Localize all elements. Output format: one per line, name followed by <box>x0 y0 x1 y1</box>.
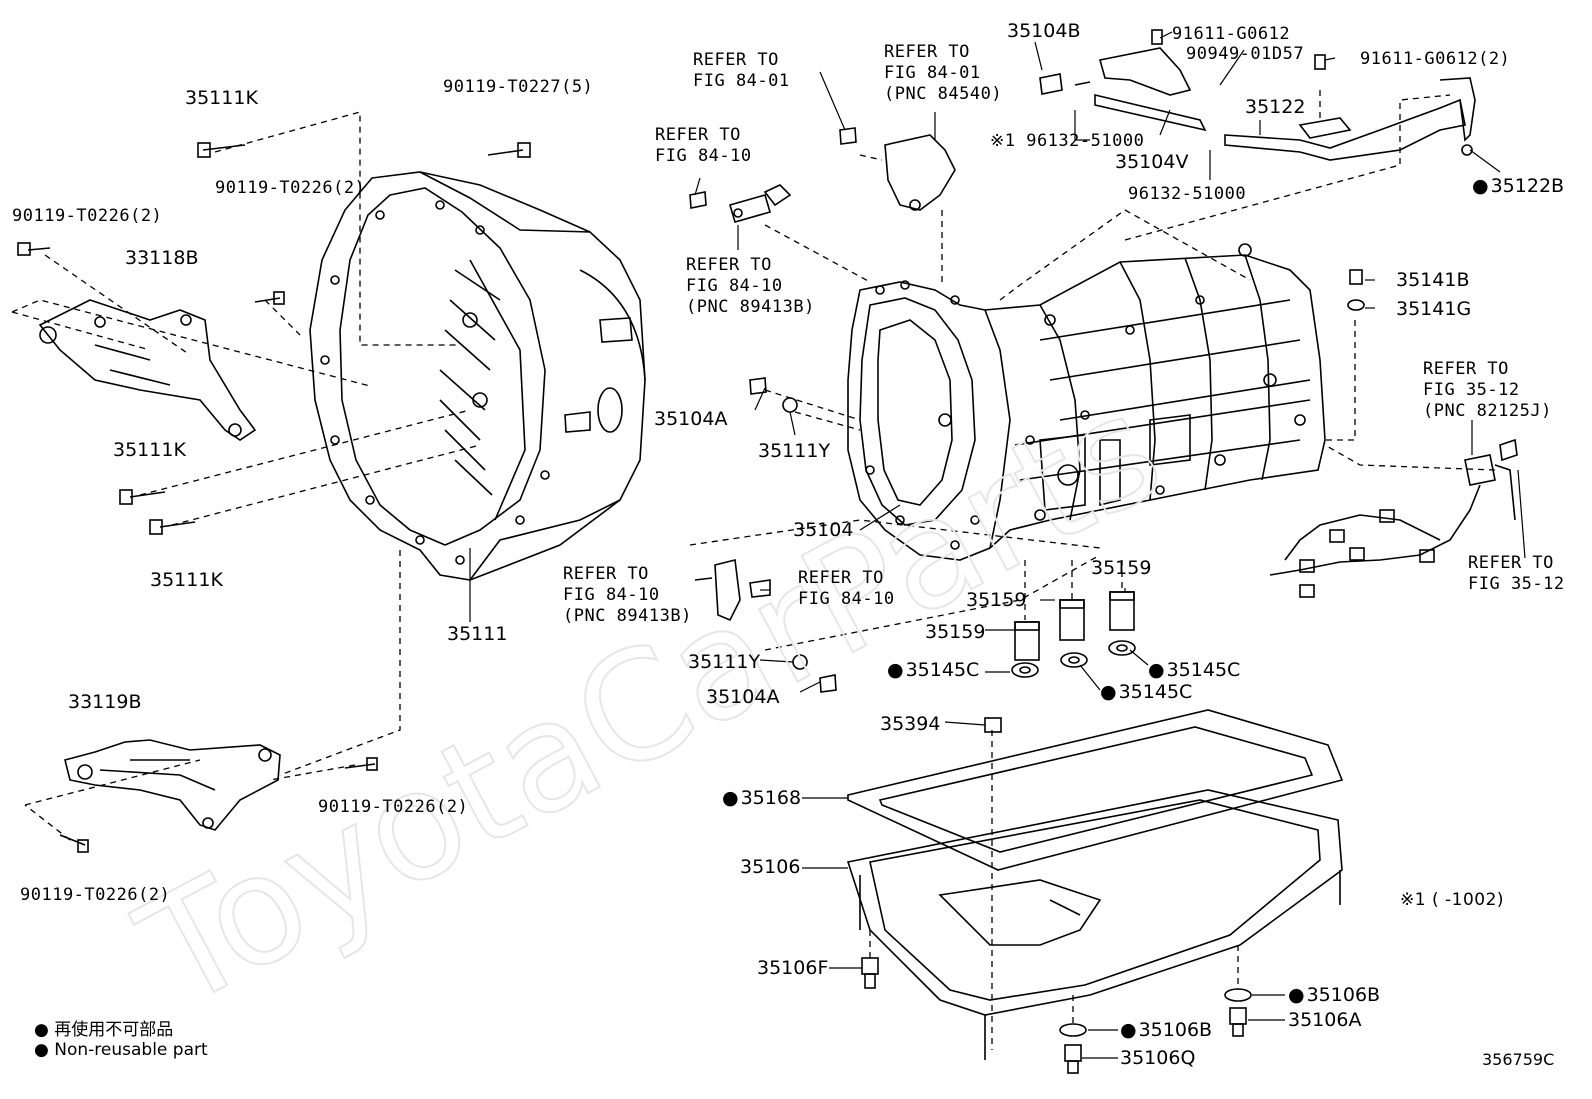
part-label[interactable]: 91611-G0612(2) <box>1360 49 1511 69</box>
footnote-1: ※1 ( -1002) <box>1400 890 1505 910</box>
refer-fig-84-10[interactable]: REFER TO FIG 84-10 <box>655 125 752 167</box>
part-label[interactable]: 33119B <box>68 691 142 713</box>
refer-line: (PNC 89413B) <box>686 297 815 317</box>
refer-fig-84-01[interactable]: REFER TO FIG 84-01 <box>693 50 790 92</box>
part-label[interactable]: 96132-51000 <box>1128 184 1247 204</box>
refer-fig-84-10-pnc[interactable]: REFER TO FIG 84-10 (PNC 89413B) <box>686 255 815 318</box>
part-label[interactable]: 90119-T0226(2) <box>318 797 469 817</box>
refer-line: FIG 84-01 <box>884 63 981 83</box>
refer-line: REFER TO <box>884 42 970 62</box>
part-label[interactable]: 35141G <box>1396 298 1472 320</box>
part-label[interactable]: 35104B <box>1007 20 1081 42</box>
wire-harness <box>1269 438 1518 598</box>
part-label[interactable]: 35104A <box>654 408 728 430</box>
mount-bracket-33119B <box>64 739 281 831</box>
refer-line: REFER TO <box>1423 359 1509 379</box>
refer-line: REFER TO <box>798 568 884 588</box>
refer-fig-35-12[interactable]: REFER TO FIG 35-12 <box>1468 553 1565 595</box>
part-label[interactable]: 33118B <box>125 247 199 269</box>
refer-line: FIG 84-10 <box>563 585 660 605</box>
legend-en: ● Non-reusable part <box>34 1040 208 1060</box>
part-label[interactable]: 35106F <box>757 957 829 979</box>
diagram-code: 356759C <box>1482 1050 1555 1069</box>
refer-fig-35-12-pnc[interactable]: REFER TO FIG 35-12 (PNC 82125J) <box>1423 359 1552 422</box>
part-label-nonreusable[interactable]: 35145C <box>1100 682 1193 702</box>
part-label-nonreusable[interactable]: 35145C <box>1148 660 1241 680</box>
refer-line: (PNC 82125J) <box>1423 401 1552 421</box>
part-label-nonreusable[interactable]: 35168 <box>722 788 801 808</box>
part-label-nonreusable[interactable]: 35145C <box>887 660 980 680</box>
refer-line: REFER TO <box>563 564 649 584</box>
part-label[interactable]: 35111Y <box>758 440 831 462</box>
bullet-icon: ● <box>34 1020 55 1040</box>
oil-cooler-pipe <box>1039 29 1476 161</box>
part-label[interactable]: 90119-T0226(2) <box>215 178 366 198</box>
legend-en-text: Non-reusable part <box>54 1040 208 1060</box>
bullet-icon: ● <box>34 1040 55 1060</box>
part-label[interactable]: 90119-T0226(2) <box>12 206 163 226</box>
refer-line: FIG 84-10 <box>655 146 752 166</box>
refer-line: FIG 84-10 <box>686 276 783 296</box>
part-label[interactable]: 35111 <box>447 623 508 645</box>
refer-fig-84-01-pnc[interactable]: REFER TO FIG 84-01 (PNC 84540) <box>884 42 1002 105</box>
part-label[interactable]: 90949-01D57 <box>1186 44 1305 64</box>
refer-line: (PNC 84540) <box>884 84 1003 104</box>
part-label[interactable]: ※1 96132-51000 <box>990 131 1145 151</box>
part-label[interactable]: 90119-T0227(5) <box>443 77 594 97</box>
refer-line: REFER TO <box>1468 553 1554 573</box>
part-label[interactable]: 35104A <box>706 686 780 708</box>
part-label[interactable]: 91611-G0612 <box>1172 24 1291 44</box>
refer-line: FIG 35-12 <box>1423 380 1520 400</box>
part-label[interactable]: 35159 <box>925 621 986 643</box>
part-label[interactable]: 35111K <box>150 569 223 591</box>
part-label[interactable]: 35159 <box>1091 557 1152 579</box>
part-label[interactable]: 35122 <box>1245 96 1306 118</box>
part-label[interactable]: 35104V <box>1115 151 1189 173</box>
part-label[interactable]: 35106Q <box>1120 1047 1196 1069</box>
refer-line: REFER TO <box>655 125 741 145</box>
bolt-35141B <box>1347 269 1365 311</box>
part-label[interactable]: 35111K <box>113 439 186 461</box>
part-label[interactable]: 35159 <box>966 589 1027 611</box>
part-label-nonreusable[interactable]: 35106B <box>1120 1020 1212 1040</box>
refer-fig-84-10-pnc-b[interactable]: REFER TO FIG 84-10 (PNC 89413B) <box>563 564 692 627</box>
legend-jp-text: 再使用不可部品 <box>54 1020 174 1040</box>
refer-line: FIG 84-01 <box>693 71 790 91</box>
part-label[interactable]: 35394 <box>880 713 941 735</box>
refer-line: FIG 35-12 <box>1468 574 1565 594</box>
oil-pan-gasket-35168 <box>847 709 1344 871</box>
part-label[interactable]: 35111K <box>185 87 258 109</box>
legend-jp: ● 再使用不可部品 <box>34 1015 173 1040</box>
part-label[interactable]: 35106 <box>740 856 801 878</box>
part-label[interactable]: 35104 <box>793 519 854 541</box>
refer-line: REFER TO <box>693 50 779 70</box>
part-label[interactable]: 35106A <box>1288 1009 1362 1031</box>
converter-housing-35111 <box>309 171 646 581</box>
bolts-left <box>17 142 531 853</box>
refer-line: FIG 84-10 <box>798 589 895 609</box>
refer-fig-84-10-b[interactable]: REFER TO FIG 84-10 <box>798 568 895 610</box>
oil-pan-35106 <box>846 789 1343 1060</box>
part-label[interactable]: 90119-T0226(2) <box>20 885 171 905</box>
mount-bracket-33118B <box>38 299 257 441</box>
transmission-case-35104 <box>847 243 1326 561</box>
refer-line: (PNC 89413B) <box>563 606 692 626</box>
plugs-35159 <box>1011 591 1136 678</box>
refer-line: REFER TO <box>686 255 772 275</box>
part-label[interactable]: 35141B <box>1396 269 1470 291</box>
part-label-nonreusable[interactable]: 35106B <box>1288 985 1380 1005</box>
part-label[interactable]: 35111Y <box>688 651 761 673</box>
part-label-nonreusable[interactable]: 35122B <box>1472 176 1564 196</box>
